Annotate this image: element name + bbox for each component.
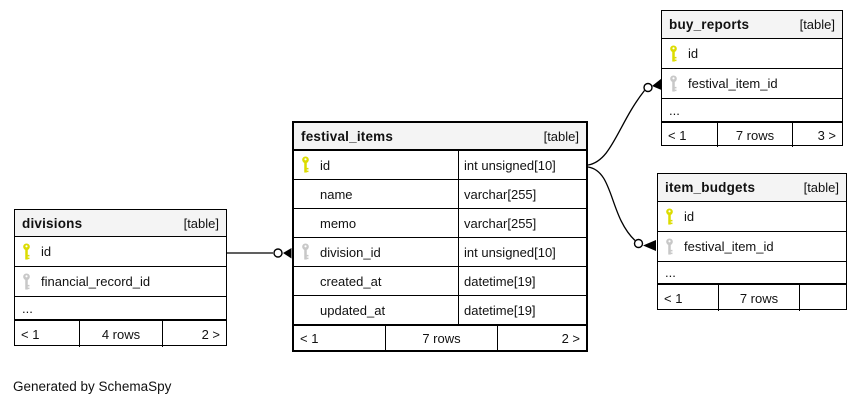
table-type-tag: [table] — [183, 215, 219, 231]
foreign-key-icon — [669, 75, 678, 93]
prev-page-control[interactable]: < 1 — [21, 326, 40, 342]
ellipsis-row: ... — [662, 99, 842, 122]
relationship-divisions-to-festival-items — [227, 248, 292, 259]
column-row-updated-at: updated_at datetime[19] — [294, 296, 586, 325]
next-page-control[interactable] — [799, 285, 846, 311]
foreign-key-icon — [301, 243, 310, 261]
row-count: 7 rows — [385, 326, 497, 350]
primary-key-icon — [22, 243, 31, 261]
column-row-festival-item-id: festival_item_id — [662, 69, 842, 99]
prev-page-control[interactable]: < 1 — [300, 330, 319, 346]
column-name: id — [684, 209, 695, 224]
prev-page-control[interactable]: < 1 — [668, 127, 687, 143]
foreign-key-icon — [22, 273, 31, 291]
table-type-tag: [table] — [799, 17, 835, 32]
ellipsis-row: ... — [15, 297, 226, 320]
next-page-control[interactable]: 2 > — [497, 326, 586, 350]
ellipsis-row: ... — [658, 262, 846, 284]
column-name: updated_at — [320, 302, 386, 318]
next-page-control[interactable]: 3 > — [792, 123, 842, 147]
table-footer: < 1 7 rows 3 > — [662, 122, 842, 147]
table-name: divisions — [22, 215, 83, 231]
ellipsis-label: ... — [669, 102, 680, 118]
column-row-id: id — [15, 237, 226, 267]
column-name: created_at — [320, 273, 382, 289]
table-item-budgets: item_budgets [table] id festival_item_id… — [657, 173, 847, 311]
column-type: datetime[19] — [464, 273, 536, 289]
column-row-festival-item-id: festival_item_id — [658, 232, 846, 262]
table-footer: < 1 7 rows — [658, 284, 846, 311]
column-row-id: id — [662, 39, 842, 69]
table-header-item-budgets[interactable]: item_budgets [table] — [658, 174, 846, 202]
generator-credit: Generated by SchemaSpy — [13, 379, 172, 394]
column-row-division-id: division_id int unsigned[10] — [294, 238, 586, 267]
zero-or-one-marker — [643, 82, 653, 93]
column-type: varchar[255] — [464, 215, 537, 231]
column-row-financial-record-id: financial_record_id — [15, 267, 226, 297]
table-divisions: divisions [table] id financial_record_id… — [14, 209, 227, 347]
table-name: festival_items — [301, 128, 394, 144]
table-type-tag: [table] — [543, 128, 579, 144]
table-type-tag: [table] — [803, 180, 839, 195]
column-name: id — [688, 46, 699, 61]
column-type: int unsigned[10] — [464, 244, 556, 260]
column-row-id: id int unsigned[10] — [294, 151, 586, 180]
relationship-festival-items-to-item-budgets — [587, 166, 656, 251]
column-row-id: id — [658, 202, 846, 232]
column-name: id — [320, 157, 331, 173]
arrowhead — [643, 240, 656, 251]
row-count: 7 rows — [718, 285, 799, 311]
column-type: varchar[255] — [464, 186, 537, 202]
column-name: id — [41, 244, 52, 259]
arrowhead — [283, 248, 292, 259]
prev-page-control[interactable]: < 1 — [664, 290, 683, 306]
primary-key-icon — [665, 208, 674, 226]
column-name: financial_record_id — [41, 274, 151, 289]
column-name: name — [320, 186, 353, 202]
ellipsis-label: ... — [22, 300, 33, 316]
column-type: int unsigned[10] — [464, 157, 556, 173]
foreign-key-icon — [665, 238, 674, 256]
next-page-control[interactable]: 2 > — [162, 321, 226, 347]
table-name: item_budgets — [665, 180, 756, 195]
table-festival-items: festival_items [table] id int unsigned[1… — [292, 121, 588, 352]
table-header-divisions[interactable]: divisions [table] — [15, 210, 226, 237]
column-row-name: name varchar[255] — [294, 180, 586, 209]
row-count: 7 rows — [717, 123, 792, 147]
table-header-festival-items[interactable]: festival_items [table] — [294, 123, 586, 151]
table-footer: < 1 7 rows 2 > — [294, 325, 586, 350]
column-row-memo: memo varchar[255] — [294, 209, 586, 238]
column-name: festival_item_id — [684, 239, 774, 254]
row-count: 4 rows — [79, 321, 162, 347]
primary-key-icon — [669, 45, 678, 63]
table-footer: < 1 4 rows 2 > — [15, 320, 226, 347]
primary-key-icon — [301, 156, 310, 174]
column-type: datetime[19] — [464, 302, 536, 318]
table-header-buy-reports[interactable]: buy_reports [table] — [662, 11, 842, 39]
zero-or-one-marker — [273, 248, 283, 258]
column-name: festival_item_id — [688, 76, 778, 91]
table-name: buy_reports — [669, 17, 750, 32]
table-buy-reports: buy_reports [table] id festival_item_id … — [661, 10, 843, 147]
column-name: division_id — [320, 244, 381, 260]
relationship-festival-items-to-buy-reports — [587, 78, 662, 166]
zero-or-one-marker — [633, 238, 644, 249]
ellipsis-label: ... — [665, 265, 676, 280]
column-row-created-at: created_at datetime[19] — [294, 267, 586, 296]
column-name: memo — [320, 215, 357, 231]
